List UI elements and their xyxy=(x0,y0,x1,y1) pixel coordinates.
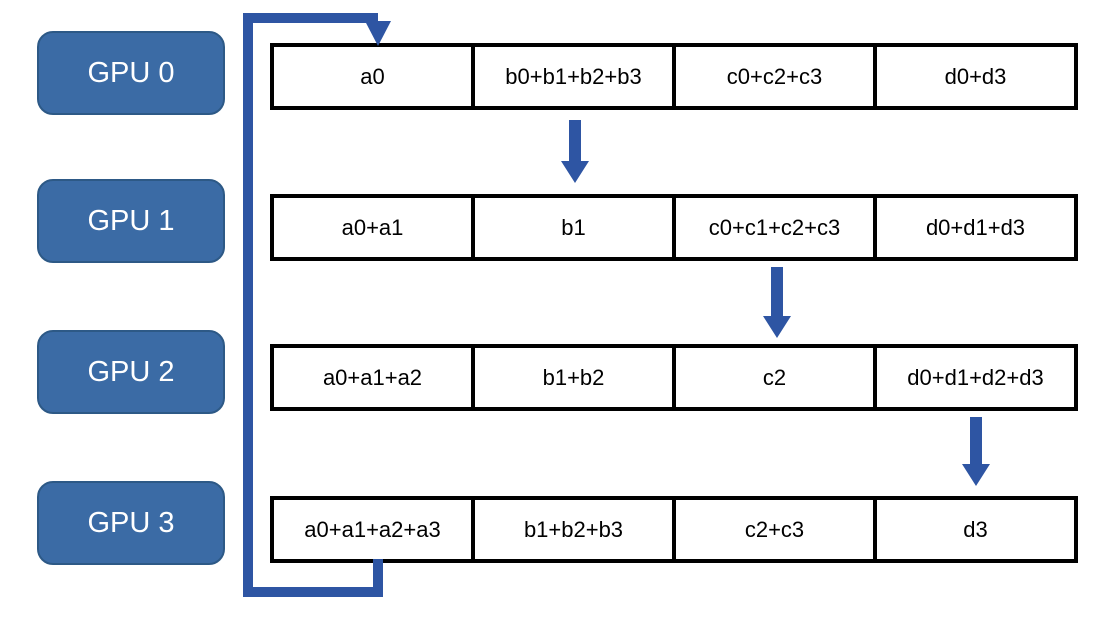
gpu0-chunk-b: b0+b1+b2+b3 xyxy=(471,47,672,106)
gpu2-badge: GPU 2 xyxy=(37,330,225,414)
gpu2-chunk-b: b1+b2 xyxy=(471,348,672,407)
down-arrow-icon-gpu1-gpu2 xyxy=(763,267,791,338)
gpu1-chunk-b: b1 xyxy=(471,198,672,257)
gpu3-chunk-a: a0+a1+a2+a3 xyxy=(304,516,441,542)
gpu1-chunk-a: a0+a1 xyxy=(341,214,404,240)
gpu2-buffer-row: a0+a1+a2 b1+b2 c2 d0+d1+d2+d3 xyxy=(270,344,1078,411)
gpu0-chunk-d: d0+d3 xyxy=(873,47,1074,106)
gpu1-chunk-d: d0+d1+d3 xyxy=(873,198,1074,257)
gpu3-label: GPU 3 xyxy=(87,506,175,539)
gpu2-chunk-d: d0+d1+d2+d3 xyxy=(873,348,1074,407)
gpu1-badge: GPU 1 xyxy=(37,179,225,263)
gpu1-chunk-c: c0+c1+c2+c3 xyxy=(672,198,873,257)
gpu3-chunk-b: b1+b2+b3 xyxy=(471,500,672,559)
gpu3-badge: GPU 3 xyxy=(37,481,225,565)
gpu2-chunk-c: c2 xyxy=(672,348,873,407)
gpu3-buffer-row: a0+a1+a2+a3 b1+b2+b3 c2+c3 d3 xyxy=(270,496,1078,563)
gpu0-chunk-c: c0+c2+c3 xyxy=(672,47,873,106)
gpu3-chunk-d: d3 xyxy=(873,500,1074,559)
gpu2-label: GPU 2 xyxy=(87,355,175,388)
down-arrow-icon-gpu2-gpu3 xyxy=(962,417,990,486)
gpu3-chunk-c: c2+c3 xyxy=(672,500,873,559)
down-arrow-icon-gpu0-gpu1 xyxy=(561,120,589,183)
gpu2-chunk-a: a0+a1+a2 xyxy=(322,364,423,390)
gpu0-buffer-row: a0 b0+b1+b2+b3 c0+c2+c3 d0+d3 xyxy=(270,43,1078,110)
gpu1-buffer-row: a0+a1 b1 c0+c1+c2+c3 d0+d1+d3 xyxy=(270,194,1078,261)
gpu0-chunk-a: a0 xyxy=(360,63,385,89)
gpu0-label: GPU 0 xyxy=(87,56,175,89)
gpu0-badge: GPU 0 xyxy=(37,31,225,115)
gpu1-label: GPU 1 xyxy=(87,204,175,237)
